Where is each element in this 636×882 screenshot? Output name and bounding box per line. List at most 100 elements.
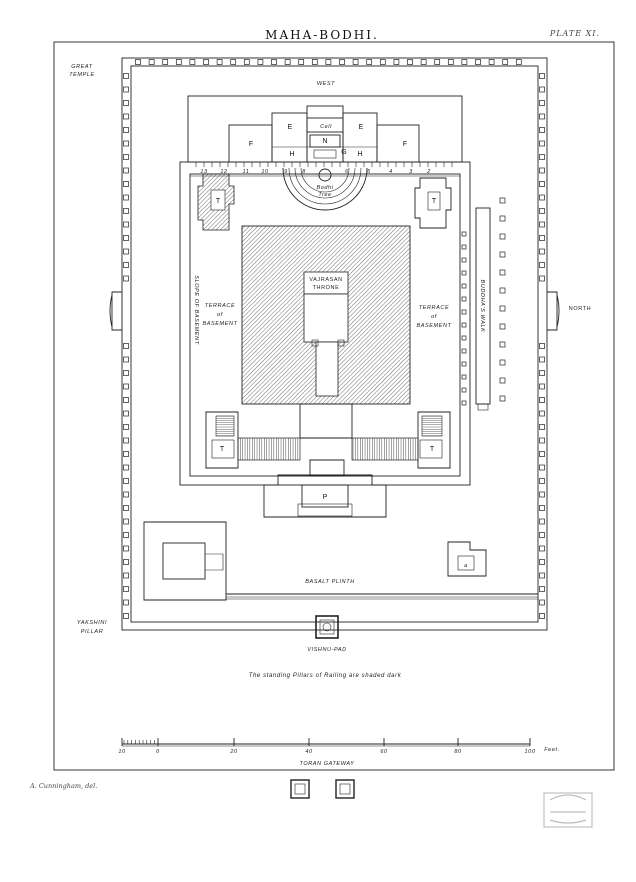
railing-pillar [123,140,129,147]
railing-pillar [539,613,545,619]
railing-pillar [123,586,129,592]
railing-pillar [539,559,545,565]
railing-pillar [539,73,545,79]
label-basalt-plinth: BASALT PLINTH [305,579,355,585]
vishnu-pad [315,615,339,639]
terrace-pillar [461,361,467,367]
railing-pillar [539,208,545,214]
terrace-pillar [461,257,467,263]
walk-pillar [499,269,506,276]
terrace-pillar [461,270,467,276]
library-stamp-seal [543,792,593,828]
railing-pillar [475,59,481,65]
walk-pillar [499,395,506,402]
scale-unit: Feet. [544,747,560,753]
walk-pillar [499,359,506,366]
label-vajrasan-1: VAJRASAN [309,277,342,283]
room-label-t-topright: T [432,198,437,205]
label-terrace-left-3: BASEMENT [202,321,237,327]
railing-pillar [311,59,318,65]
railing-pillar [539,518,545,525]
terrace-pillar [461,296,467,302]
railing-pillar [539,424,545,430]
scale-bar [122,743,530,747]
railing-pillar [393,59,400,65]
railing-pillar [539,397,545,403]
railing-pillar [539,167,545,174]
railing-pillar [123,127,129,133]
railing-pillar [539,505,545,511]
railing-pillar [325,59,332,65]
scale-tick-label: 80 [454,749,462,755]
railing-pillar [123,410,129,417]
room-label-e-left: E [288,124,293,131]
railing-pillar [539,221,545,228]
author-signature: A. Cunningham, del. [29,782,97,790]
railing-pillar [123,194,129,201]
railing-pillar [123,478,129,484]
walk-pillar [499,215,506,222]
railing-pillar [123,572,129,579]
railing-gateways [109,291,560,331]
railing-pillar [123,437,129,444]
central-temple [241,225,411,405]
railing-pillar [515,59,522,65]
railing-pillar [162,59,169,65]
railing-pillar [539,491,545,498]
label-great-temple-2: TEMPLE [69,72,95,78]
terrace-pillars [461,231,467,406]
railing-pillar [123,343,129,349]
railing-pillar [461,59,468,65]
railing-pillar [123,464,129,471]
terrace-pillar [461,309,467,315]
railing-pillar [189,59,196,65]
terrace-pillar [461,400,467,406]
label-bodhi-tree-2: Tree [318,192,331,198]
scale-tick-label: 0 [156,749,160,755]
railing-pillar [123,559,129,565]
railing-pillar [123,451,129,457]
step-number: 8 [302,169,306,175]
railing-pillar [539,100,545,106]
railing-pillar [379,59,386,65]
room-label-h-left: H [289,151,294,158]
railing-pillar [123,532,129,538]
plate-title: MAHA-BODHI. [265,28,379,42]
railing-pillar [271,59,277,65]
room-label-t-botleft: T [220,446,225,453]
railing-pillar [539,572,545,579]
room-label-p: P [323,494,328,501]
scale-tick-label: 10 [118,749,126,755]
railing-pillar [123,235,129,241]
label-vishnu-pad: VISHNU-PAD [307,647,347,653]
label-north: NORTH [569,306,591,312]
room-label-t-botright: T [430,446,435,453]
label-terrace-right-2: of [431,314,437,320]
scale-tick-label: 100 [525,749,536,755]
label-terrace-left-1: TERRACE [205,303,235,309]
step-number: 3 [409,169,413,175]
railing-pillar [203,59,209,65]
railing-pillar [539,383,545,390]
railing-pillar [539,464,545,471]
scale-tick-label: 40 [305,749,313,755]
step-number: 5 [367,169,371,175]
scale-tick-label: 60 [380,749,388,755]
railing-pillar [123,248,129,255]
room-label-h-right: H [357,151,362,158]
railing-pillar [539,140,545,147]
railing-pillar [123,113,129,120]
walk-pillar [499,341,506,348]
terrace-pillar [461,283,467,289]
railing-pillar [539,127,545,133]
railing-pillar [123,208,129,214]
shrine-top-right [414,177,452,229]
railing-pillar [123,370,129,376]
railing-pillar [539,113,545,120]
railing-pillar [257,59,264,65]
label-vajrasan-2: THRONE [313,285,340,291]
room-label-a: a [464,563,468,569]
